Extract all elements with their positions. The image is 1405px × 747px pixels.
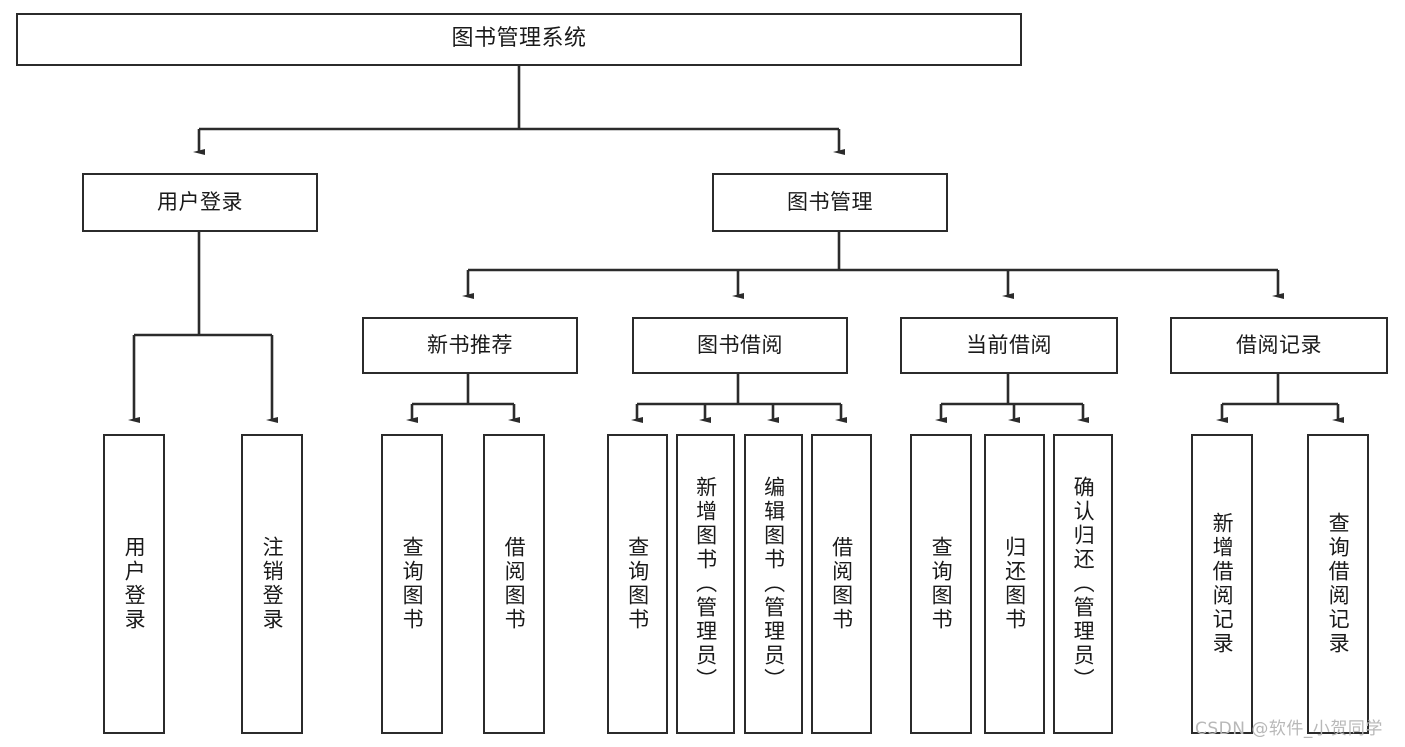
node-label: 当前借阅 <box>966 332 1052 357</box>
node-label: 图书管理系统 <box>451 26 587 52</box>
node-label: 查询图书 <box>400 536 425 632</box>
node-label: 编辑图书（管理员） <box>761 476 786 692</box>
node-label: 新增图书（管理员） <box>693 476 718 692</box>
node-label: 新增借阅记录 <box>1210 512 1235 656</box>
node-label: 用户登录 <box>157 189 243 214</box>
leaf-book-borrow-add-book-admin[interactable]: 新增图书（管理员） <box>676 434 735 734</box>
node-root-book-management-system[interactable]: 图书管理系统 <box>16 13 1022 66</box>
node-label: 图书借阅 <box>697 332 783 357</box>
node-label: 图书管理 <box>787 189 873 214</box>
node-label: 借阅记录 <box>1236 332 1322 357</box>
node-book-borrow[interactable]: 图书借阅 <box>632 317 848 374</box>
leaf-borrow-records-add-record[interactable]: 新增借阅记录 <box>1191 434 1253 734</box>
leaf-book-borrow-borrow-book[interactable]: 借阅图书 <box>811 434 872 734</box>
leaf-current-borrow-return-book[interactable]: 归还图书 <box>984 434 1045 734</box>
node-user-login[interactable]: 用户登录 <box>82 173 318 232</box>
node-label: 借阅图书 <box>829 536 854 632</box>
node-label: 用户登录 <box>122 536 147 632</box>
leaf-book-borrow-edit-book-admin[interactable]: 编辑图书（管理员） <box>744 434 803 734</box>
leaf-new-book-query-book[interactable]: 查询图书 <box>381 434 443 734</box>
node-label: 新书推荐 <box>427 332 513 357</box>
node-new-book-recommend[interactable]: 新书推荐 <box>362 317 578 374</box>
watermark: CSDN @软件_小贺同学 <box>1195 719 1383 739</box>
node-label: 查询图书 <box>625 536 650 632</box>
node-label: 查询借阅记录 <box>1326 512 1351 656</box>
node-label: 借阅图书 <box>502 536 527 632</box>
leaf-current-borrow-confirm-return-admin[interactable]: 确认归还（管理员） <box>1053 434 1113 734</box>
node-borrow-records[interactable]: 借阅记录 <box>1170 317 1388 374</box>
leaf-new-book-borrow-book[interactable]: 借阅图书 <box>483 434 545 734</box>
leaf-user-login-logout[interactable]: 注销登录 <box>241 434 303 734</box>
leaf-borrow-records-query-record[interactable]: 查询借阅记录 <box>1307 434 1369 734</box>
node-book-management[interactable]: 图书管理 <box>712 173 948 232</box>
leaf-book-borrow-query-book[interactable]: 查询图书 <box>607 434 668 734</box>
node-label: 归还图书 <box>1002 536 1027 632</box>
node-current-borrow[interactable]: 当前借阅 <box>900 317 1118 374</box>
leaf-user-login-login[interactable]: 用户登录 <box>103 434 165 734</box>
node-label: 查询图书 <box>929 536 954 632</box>
leaf-current-borrow-query-book[interactable]: 查询图书 <box>910 434 972 734</box>
node-label: 确认归还（管理员） <box>1071 476 1096 692</box>
node-label: 注销登录 <box>260 536 285 632</box>
